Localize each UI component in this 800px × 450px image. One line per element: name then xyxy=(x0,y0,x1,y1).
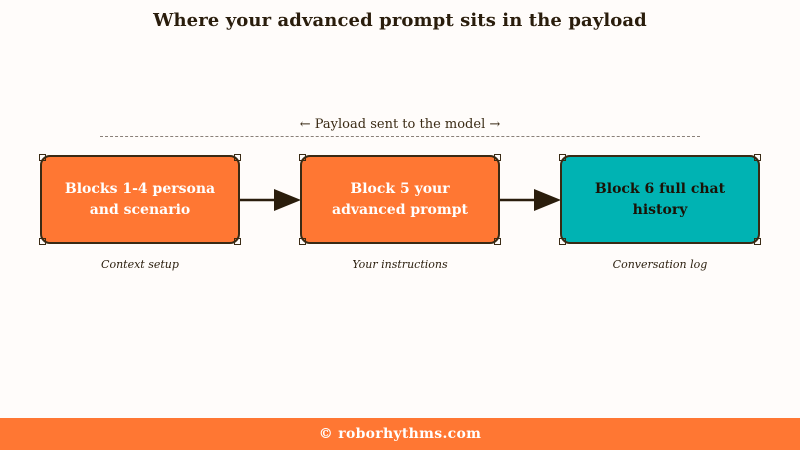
payload-dashed-line xyxy=(100,136,700,137)
selection-handle xyxy=(494,238,501,245)
selection-handle xyxy=(299,238,306,245)
selection-handle xyxy=(39,238,46,245)
block-advanced-prompt: Block 5 your advanced prompt xyxy=(299,154,501,245)
block-caption: Your instructions xyxy=(352,258,448,271)
block-label: Block 6 full chat history xyxy=(594,180,726,218)
footer-copyright: © roborhythms.com xyxy=(0,418,800,450)
diagram-title: Where your advanced prompt sits in the p… xyxy=(153,10,647,31)
block-label: Block 5 your advanced prompt xyxy=(332,180,468,218)
selection-handle xyxy=(559,238,566,245)
selection-handle xyxy=(559,154,566,161)
block-chat-history: Block 6 full chat history xyxy=(559,154,761,245)
arrow-right-icon xyxy=(500,189,561,211)
selection-handle xyxy=(299,154,306,161)
payload-label: ← Payload sent to the model → xyxy=(299,117,501,132)
block-caption: Context setup xyxy=(101,258,179,271)
selection-handle xyxy=(754,238,761,245)
selection-handle xyxy=(39,154,46,161)
block-persona-scenario: Blocks 1-4 persona and scenario xyxy=(39,154,241,245)
selection-handle xyxy=(754,154,761,161)
selection-handle xyxy=(494,154,501,161)
selection-handle xyxy=(234,238,241,245)
block-caption: Conversation log xyxy=(612,258,708,271)
arrow-right-icon xyxy=(240,189,301,211)
block-label: Blocks 1-4 persona and scenario xyxy=(64,180,216,218)
selection-handle xyxy=(234,154,241,161)
